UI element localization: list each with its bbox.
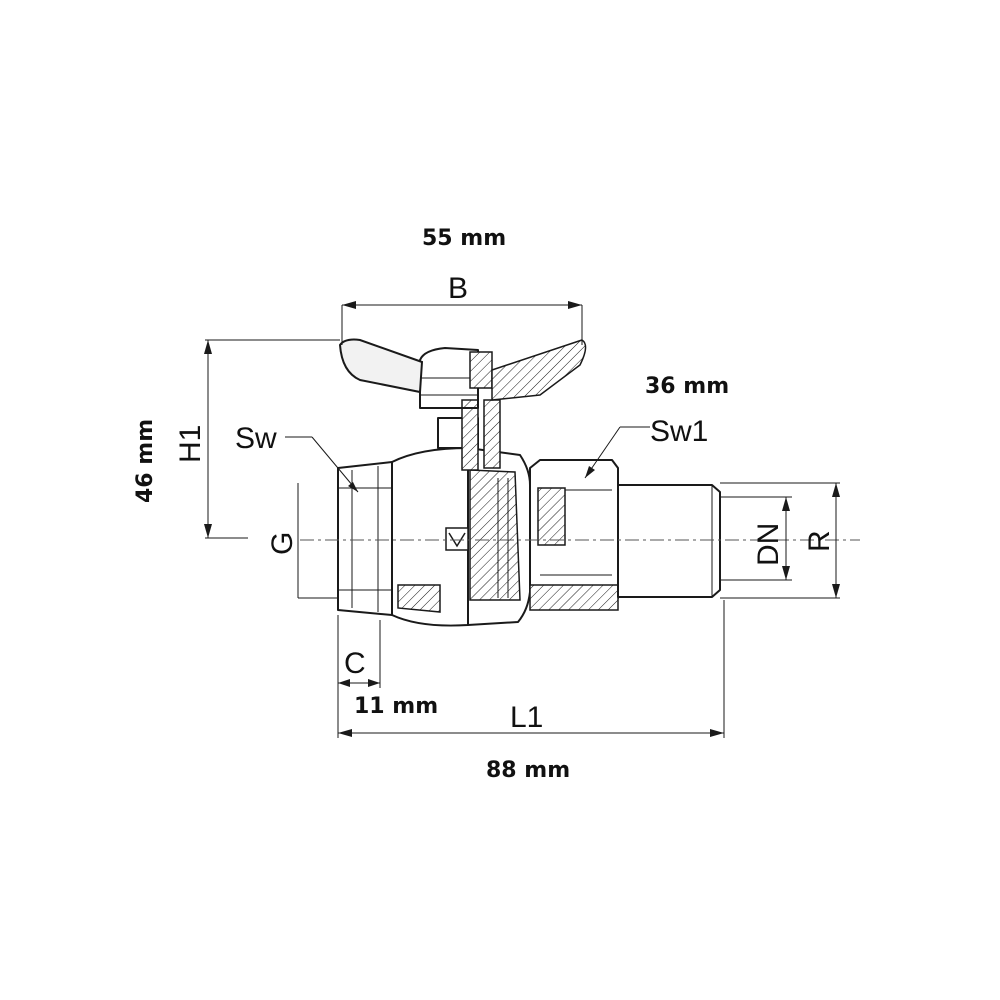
- valve-body: [337, 338, 721, 627]
- dimension-c-value: 11 mm: [354, 694, 438, 719]
- dimension-b-value: 55 mm: [422, 226, 506, 251]
- dimension-r: [720, 482, 840, 599]
- dimension-sw-label: Sw: [235, 422, 277, 455]
- dimension-dn: [720, 496, 792, 581]
- dimension-c: [337, 615, 381, 738]
- dimension-sw1-label: Sw1: [650, 415, 708, 448]
- dimension-h1: [204, 339, 340, 539]
- dimension-c-label: C: [344, 647, 366, 680]
- brand-logo-icon: [445, 527, 469, 551]
- dimension-l1-value: 88 mm: [486, 758, 570, 783]
- dimension-dn-label: DN: [752, 523, 785, 566]
- dimension-b: [341, 301, 583, 345]
- dimension-sw1-value: 36 mm: [645, 374, 729, 399]
- leader-sw1: [584, 426, 650, 479]
- dimension-h1-value: 46 mm: [133, 419, 158, 503]
- dimension-l1-label: L1: [510, 701, 543, 734]
- dimension-r-label: R: [803, 530, 836, 552]
- dimension-g-label: G: [266, 532, 299, 555]
- leader-sw: [285, 436, 359, 493]
- dimension-g: [297, 483, 338, 599]
- dimension-b-label: B: [448, 272, 468, 305]
- dimension-l1: [338, 600, 725, 738]
- dimension-h1-label: H1: [174, 425, 207, 463]
